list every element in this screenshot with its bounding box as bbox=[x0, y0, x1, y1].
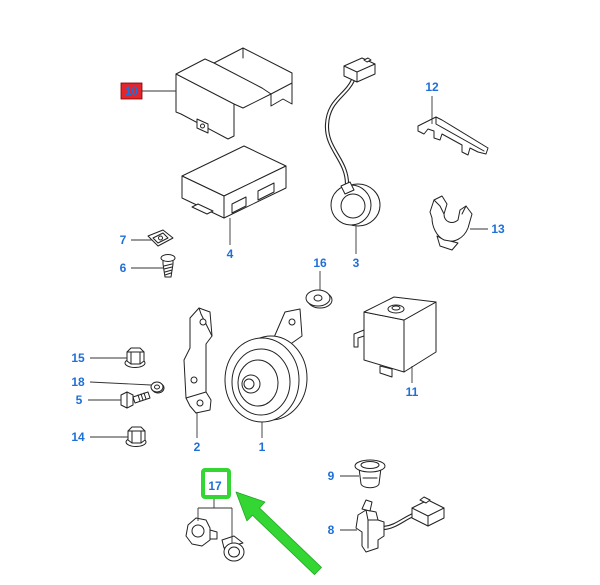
part-3-sensor-ring bbox=[324, 57, 381, 227]
part-1-horn bbox=[224, 308, 308, 423]
part-16-washer bbox=[305, 289, 333, 309]
leader-17-bracket bbox=[197, 498, 233, 543]
highlight-box-red bbox=[120, 82, 143, 100]
callout-17[interactable]: 17 bbox=[208, 479, 222, 493]
part-2-bracket bbox=[183, 307, 213, 414]
part-12-clip-strip bbox=[417, 116, 489, 156]
part-9-grommet bbox=[354, 459, 386, 489]
callout-16[interactable]: 16 bbox=[313, 256, 327, 270]
part-11-horn-cover bbox=[353, 296, 437, 378]
callout-6[interactable]: 6 bbox=[120, 261, 127, 275]
part-6-screw bbox=[160, 254, 176, 278]
callout-2[interactable]: 2 bbox=[194, 440, 201, 454]
part-13-retaining-clip bbox=[429, 195, 473, 251]
part-18-small-washer bbox=[150, 381, 165, 394]
highlight-box-green bbox=[201, 468, 231, 499]
callout-3[interactable]: 3 bbox=[353, 256, 360, 270]
callout-10[interactable]: 10 bbox=[125, 84, 139, 98]
leader-18 bbox=[89, 381, 152, 386]
part-10-cover bbox=[175, 47, 293, 140]
callout-labels: 10 12 7 4 6 16 3 13 15 18 11 5 14 2 1 9 … bbox=[71, 80, 505, 537]
callout-18[interactable]: 18 bbox=[71, 375, 85, 389]
leader-lines bbox=[88, 90, 488, 543]
part-5-bolt bbox=[120, 391, 151, 409]
callout-8[interactable]: 8 bbox=[328, 523, 335, 537]
callout-7[interactable]: 7 bbox=[120, 233, 127, 247]
callout-12[interactable]: 12 bbox=[425, 80, 439, 94]
callout-9[interactable]: 9 bbox=[328, 469, 335, 483]
green-arrow-icon bbox=[235, 491, 322, 575]
callout-15[interactable]: 15 bbox=[71, 351, 85, 365]
callout-1[interactable]: 1 bbox=[259, 440, 266, 454]
callout-11[interactable]: 11 bbox=[406, 385, 419, 399]
callout-4[interactable]: 4 bbox=[227, 247, 234, 261]
callout-5[interactable]: 5 bbox=[76, 393, 83, 407]
part-7-clip-nut bbox=[147, 229, 174, 247]
part-14-flange-nut bbox=[125, 426, 147, 447]
callout-14[interactable]: 14 bbox=[71, 430, 85, 444]
part-17-bulb-holders bbox=[185, 517, 245, 562]
part-15-flange-nut bbox=[124, 347, 146, 368]
part-4-control-module bbox=[181, 145, 287, 219]
callout-13[interactable]: 13 bbox=[491, 222, 505, 236]
part-8-switch-harness bbox=[355, 496, 445, 553]
